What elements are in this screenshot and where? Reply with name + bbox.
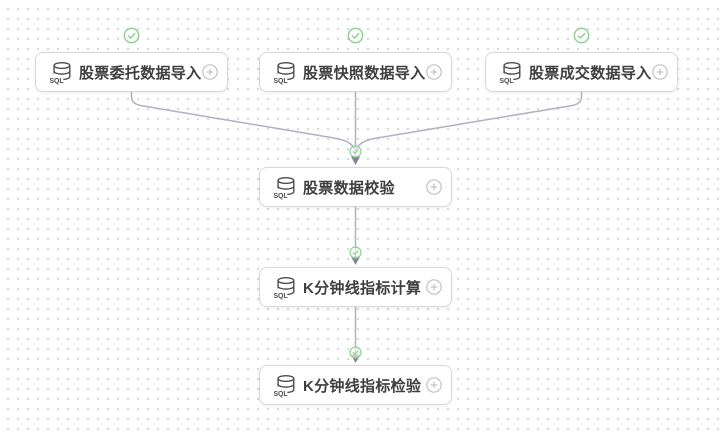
node-label: 股票委托数据导入 — [79, 64, 202, 82]
sql-database-icon: SQL — [273, 374, 295, 398]
success-status-icon — [349, 145, 362, 158]
success-status-icon — [347, 27, 364, 44]
node-stock-trade-import[interactable]: SQL 股票成交数据导入 — [485, 52, 678, 92]
add-action-icon[interactable] — [426, 279, 442, 295]
node-stock-entrust-import[interactable]: SQL 股票委托数据导入 — [35, 52, 228, 92]
success-status-icon — [349, 246, 362, 259]
node-stock-data-validation[interactable]: SQL 股票数据校验 — [259, 167, 452, 207]
sql-database-icon: SQL — [499, 61, 521, 85]
sql-icon-label: SQL — [49, 78, 63, 85]
node-k-minute-indicator-check[interactable]: SQL K分钟线指标检验 — [259, 365, 452, 405]
node-label: K分钟线指标计算 — [303, 279, 422, 297]
success-status-icon — [349, 346, 362, 359]
node-stock-snapshot-import[interactable]: SQL 股票快照数据导入 — [259, 52, 452, 92]
node-label: 股票成交数据导入 — [529, 64, 652, 82]
sql-icon-label: SQL — [273, 78, 287, 85]
node-label: 股票数据校验 — [303, 179, 395, 197]
sql-database-icon: SQL — [273, 276, 295, 300]
node-k-minute-indicator-calc[interactable]: SQL K分钟线指标计算 — [259, 267, 452, 307]
sql-icon-label: SQL — [273, 293, 287, 300]
sql-database-icon: SQL — [273, 176, 295, 200]
add-action-icon[interactable] — [652, 64, 668, 80]
add-action-icon[interactable] — [426, 377, 442, 393]
success-status-icon — [573, 27, 590, 44]
sql-icon-label: SQL — [273, 391, 287, 398]
sql-icon-label: SQL — [499, 78, 513, 85]
sql-database-icon: SQL — [49, 61, 71, 85]
add-action-icon[interactable] — [426, 179, 442, 195]
success-status-icon — [123, 27, 140, 44]
add-action-icon[interactable] — [426, 64, 442, 80]
node-label: K分钟线指标检验 — [303, 377, 422, 395]
edge-node1-to-node4 — [130, 92, 357, 152]
add-action-icon[interactable] — [202, 64, 218, 80]
sql-icon-label: SQL — [273, 193, 287, 200]
sql-database-icon: SQL — [273, 61, 295, 85]
edge-node3-to-node4 — [354, 92, 583, 152]
node-label: 股票快照数据导入 — [303, 64, 426, 82]
